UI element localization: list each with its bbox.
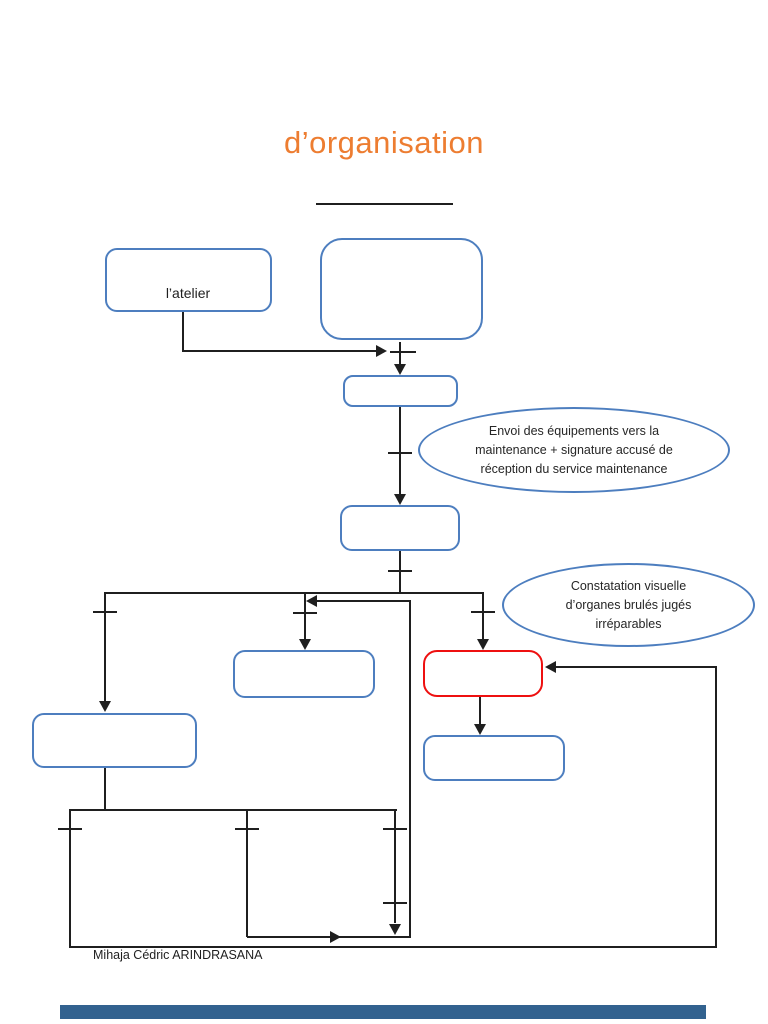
callout-envoi-line2: maintenance + signature accusé de: [475, 442, 673, 457]
box-atelier: [105, 248, 272, 312]
connector-feedback-vertical: [409, 600, 411, 938]
tick-small-to-rect2: [388, 452, 412, 454]
connector-outer-right-vertical: [715, 666, 717, 948]
arrowhead-feedback-left: [306, 595, 317, 607]
tick-branch-right: [471, 611, 495, 613]
box-reception-empty: [340, 505, 460, 551]
connector-lower-bottom-horizontal: [247, 936, 411, 938]
callout-constatation-line2: d’organes brulés jugés: [565, 597, 692, 612]
tick-lower-left: [58, 828, 82, 830]
connector-outer-bottom-horizontal: [70, 946, 717, 948]
title-underline: [316, 203, 453, 205]
arrowhead-into-left-box: [99, 701, 111, 712]
callout-envoi-ellipse: Envoi des équipements vers la maintenanc…: [418, 407, 730, 493]
arrowhead-into-below-red-box: [474, 724, 486, 735]
box-atelier-label: l’atelier: [165, 285, 211, 301]
connector-leftbox-down: [104, 768, 106, 810]
connector-lower-top-horizontal: [70, 809, 397, 811]
connector-rect2-down: [399, 551, 401, 594]
callout-constatation-ellipse: Constatation visuelle d’organes brulés j…: [502, 563, 755, 647]
arrowhead-into-red-box: [477, 639, 489, 650]
callout-constatation-line1: Constatation visuelle: [570, 578, 687, 593]
connector-bigbox-down: [399, 342, 401, 366]
connector-branch-right-down: [482, 592, 484, 640]
connector-lower-left-vertical: [69, 809, 71, 948]
tick-branch-mid: [293, 612, 317, 614]
connector-branch-mid-down: [304, 592, 306, 640]
connector-atelier-right: [182, 350, 376, 352]
connector-small-to-rect2: [399, 407, 401, 495]
connector-branch-left-down: [104, 592, 106, 702]
callout-envoi-line3: réception du service maintenance: [480, 461, 668, 476]
bottom-bar: [60, 1005, 706, 1019]
connector-feedback-horizontal: [316, 600, 410, 602]
arrowhead-lower-right-down: [389, 924, 401, 935]
tick-branch-left: [93, 611, 117, 613]
box-small-empty: [343, 375, 458, 407]
callout-envoi-line1: Envoi des équipements vers la: [488, 423, 660, 438]
connector-return-to-red-horizontal: [556, 666, 716, 668]
tick-lower-right-1: [383, 828, 407, 830]
arrowhead-return-into-red: [545, 661, 556, 673]
tick-lower-right-2: [383, 902, 407, 904]
connector-atelier-down: [182, 310, 184, 352]
connector-red-down: [479, 697, 481, 725]
connector-lower-mid-vertical: [246, 809, 248, 937]
arrowhead-bottom-right-flow: [330, 931, 341, 943]
tick-junction-top: [390, 351, 416, 353]
box-middle-empty: [233, 650, 375, 698]
connector-branch-horizontal: [104, 592, 484, 594]
callout-constatation-line3: irréparables: [595, 616, 662, 631]
page-title: d’organisation: [283, 125, 485, 160]
box-left-empty: [32, 713, 197, 768]
box-red-empty: [423, 650, 543, 697]
box-below-red-empty: [423, 735, 565, 781]
connector-lower-right-vertical: [394, 809, 396, 923]
footer-author: Mihaja Cédric ARINDRASANA: [93, 948, 263, 962]
tick-lower-mid: [235, 828, 259, 830]
arrowhead-into-mid-box: [299, 639, 311, 650]
tick-rect2-down: [388, 570, 412, 572]
arrowhead-into-junction-right: [376, 345, 387, 357]
arrowhead-into-rect2: [394, 494, 406, 505]
box-large-empty: [320, 238, 483, 340]
arrowhead-into-small-box: [394, 364, 406, 375]
